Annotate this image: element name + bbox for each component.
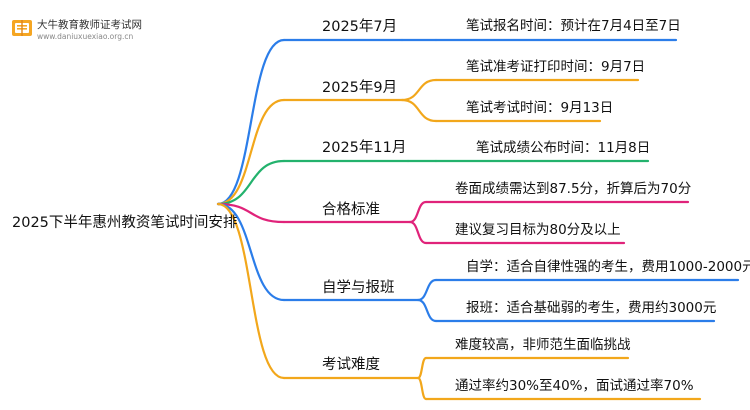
- connector-2025-09: [216, 98, 286, 206]
- leaf-difficulty-level: 难度较高，非师范生面临挑战: [455, 336, 631, 353]
- connector-leaf: [416, 376, 428, 401]
- connector-leaf: [416, 278, 438, 302]
- connector-leaf: [400, 78, 438, 102]
- site-logo: 大牛教育教师证考试网 www.daniuxuexiao.org.cn: [12, 18, 142, 41]
- book-icon: [12, 20, 32, 36]
- connector-difficulty: [216, 202, 286, 380]
- leaf-registration-time: 笔试报名时间：预计在7月4日至7日: [466, 18, 681, 34]
- root-topic: 2025下半年惠州教资笔试时间安排: [12, 214, 237, 231]
- connector-leaf: [408, 200, 428, 224]
- branch-2025-11: 2025年11月: [322, 139, 406, 156]
- connector-study-mode: [216, 202, 286, 302]
- branch-2025-07: 2025年7月: [322, 18, 397, 35]
- connector-pass-standard: [216, 202, 286, 224]
- leaf-admission-ticket-time: 笔试准考证打印时间：9月7日: [466, 58, 645, 75]
- leaf-self-study: 自学：适合自律性强的考生，费用1000-2000元: [466, 259, 750, 275]
- connector-leaf: [408, 220, 428, 245]
- connector-2025-07: [216, 38, 286, 206]
- leaf-training-class: 报班：适合基础弱的考生，费用约3000元: [466, 299, 716, 316]
- branch-pass-standard: 合格标准: [322, 201, 380, 218]
- connector-lines: [216, 38, 438, 401]
- connector-2025-11: [216, 159, 286, 206]
- logo-url: www.daniuxuexiao.org.cn: [37, 32, 133, 41]
- branch-difficulty: 考试难度: [322, 356, 380, 373]
- connector-leaf: [416, 298, 438, 323]
- leaf-review-target: 建议复习目标为80分及以上: [455, 221, 621, 238]
- leaf-exam-time: 笔试考试时间：9月13日: [466, 100, 613, 116]
- logo-name: 大牛教育教师证考试网: [37, 18, 142, 31]
- connector-leaf: [400, 98, 438, 123]
- branch-2025-09: 2025年9月: [322, 79, 397, 96]
- branch-study-mode: 自学与报班: [322, 279, 395, 296]
- leaf-result-time: 笔试成绩公布时间：11月8日: [476, 140, 650, 156]
- leaf-score-requirement: 卷面成绩需达到87.5分，折算后为70分: [455, 181, 691, 197]
- underlines: [282, 38, 740, 401]
- leaf-pass-rate: 通过率约30%至40%，面试通过率70%: [455, 377, 694, 394]
- connector-leaf: [416, 356, 428, 380]
